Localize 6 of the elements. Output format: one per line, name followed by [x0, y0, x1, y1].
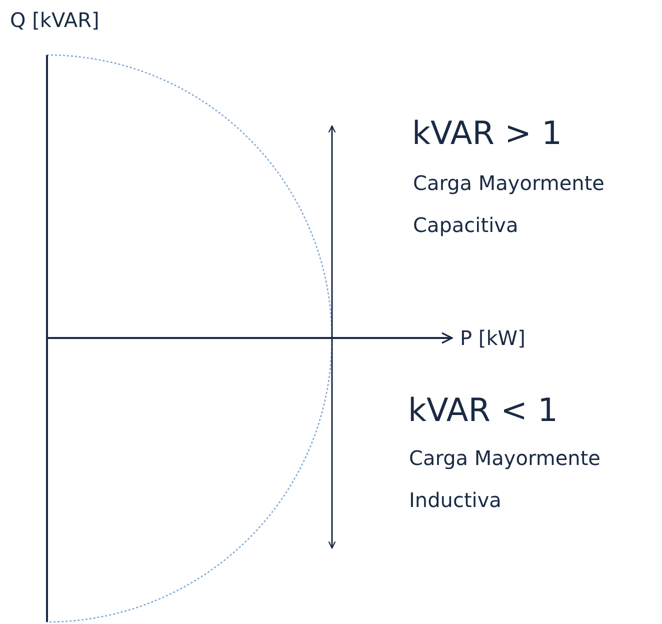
region-heading: kVAR < 1 [408, 390, 558, 431]
region-description: Carga Mayormente Inductiva [409, 445, 602, 514]
region-description: Carga Mayormente Capacitiva [413, 170, 606, 239]
region-heading: kVAR > 1 [412, 113, 562, 154]
axis-label: Q [kVAR] [10, 7, 100, 34]
axis-label: P [kW] [460, 325, 526, 352]
